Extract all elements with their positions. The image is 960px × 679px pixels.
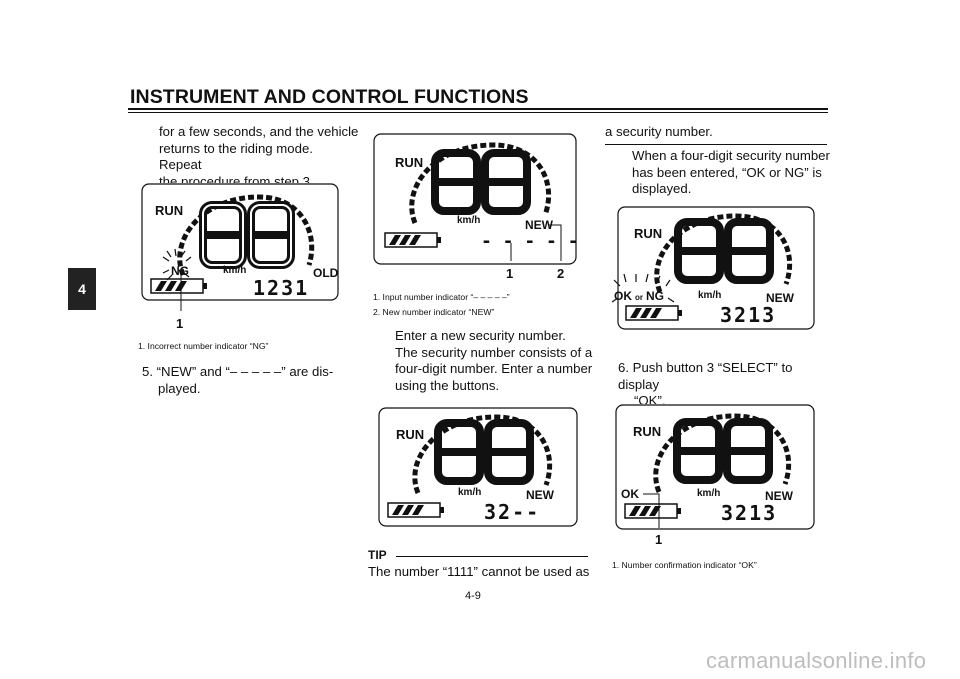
text-line: using the buttons. xyxy=(395,377,500,393)
callout-number: 1 xyxy=(655,532,662,547)
page-title: INSTRUMENT AND CONTROL FUNCTIONS xyxy=(130,86,529,108)
run-indicator: RUN xyxy=(395,155,423,170)
lcd-figure-partial-number: RUN km/h NEW 32-- xyxy=(378,407,580,531)
battery-icon xyxy=(150,278,207,294)
figure-caption: 1. Number confirmation indicator “OK” xyxy=(612,560,757,570)
caption-line: 1. Input number indicator “– – – – –” xyxy=(373,292,510,302)
text-line: 5. “NEW” and “– – – – –” are dis- xyxy=(142,364,334,379)
speed-unit: km/h xyxy=(223,265,246,276)
battery-icon xyxy=(625,305,682,321)
old-indicator: OLD xyxy=(313,266,339,280)
new-indicator: NEW xyxy=(526,488,555,502)
figure-caption: 1. Incorrect number indicator “NG” xyxy=(138,341,269,351)
chapter-tab: 4 xyxy=(68,268,96,310)
col2-paragraph: Enter a new security number. The securit… xyxy=(395,328,595,394)
number-readout: 1231 xyxy=(253,276,309,300)
callout-number: 1 xyxy=(176,316,183,331)
text-line: played. xyxy=(158,380,201,396)
text-line: displayed. xyxy=(632,181,692,196)
text-line: for a few seconds, and the vehicle xyxy=(159,124,359,139)
speed-unit: km/h xyxy=(698,290,721,301)
new-indicator: NEW xyxy=(525,218,554,232)
speed-unit: km/h xyxy=(697,488,720,499)
new-indicator: NEW xyxy=(766,291,795,305)
step-5: 5. “NEW” and “– – – – –” are dis- played… xyxy=(142,364,354,397)
ng-indicator: NG xyxy=(646,289,664,303)
new-indicator: NEW xyxy=(765,489,794,503)
section-rule xyxy=(605,144,827,145)
ng-indicator: NG xyxy=(171,264,189,278)
number-readout: 32-- xyxy=(484,500,540,524)
col3-line: a security number. xyxy=(605,124,713,139)
caption-line: 2. New number indicator “NEW” xyxy=(373,307,495,317)
text-line: The security number consists of a xyxy=(395,344,593,360)
watermark-url: carmanualsonline.info xyxy=(706,648,927,673)
figure-captions: 1. Input number indicator “– – – – –” 2.… xyxy=(373,292,510,318)
text-line: Enter a new security number. xyxy=(395,328,566,343)
header-rule xyxy=(128,108,828,110)
input-number-indicator: - - - - - xyxy=(481,231,579,252)
text-line: four-digit number. Enter a number xyxy=(395,361,593,376)
page-number: 4-9 xyxy=(465,590,481,602)
text-line: When a four-digit security number xyxy=(632,148,830,163)
text-line: has been entered, “OK or NG” is xyxy=(632,164,822,180)
header-rule-thin xyxy=(128,112,828,113)
tip-text: The number “1111” cannot be used as xyxy=(368,564,590,579)
ok-indicator: OK xyxy=(614,289,632,303)
text-line: 6. Push button 3 “SELECT” to display xyxy=(618,360,793,392)
callout-number: 1 xyxy=(506,266,513,281)
battery-icon xyxy=(387,502,444,518)
run-indicator: RUN xyxy=(396,427,424,442)
run-indicator: RUN xyxy=(633,424,661,439)
lcd-figure-new-dashes: RUN km/h NEW - - - - - 1 2 xyxy=(373,133,583,283)
lcd-figure-ng-old: RUN NG km/h OLD 1231 1 xyxy=(141,183,341,343)
tip-label: TIP xyxy=(368,548,387,562)
callout-number: 2 xyxy=(557,266,564,281)
col3-paragraph: When a four-digit security number has be… xyxy=(632,148,830,198)
lcd-figure-ok-or-ng: RUN OK or NG km/h NEW 3213 xyxy=(608,206,818,334)
battery-icon xyxy=(624,503,681,519)
speed-unit: km/h xyxy=(458,487,481,498)
col1-paragraph: for a few seconds, and the vehicle retur… xyxy=(159,124,359,190)
text-line: returns to the riding mode. Repeat xyxy=(159,140,313,173)
run-indicator: RUN xyxy=(634,226,662,241)
number-readout: 3213 xyxy=(721,501,777,525)
battery-icon xyxy=(384,232,441,248)
or-label: or xyxy=(635,293,643,302)
lcd-figure-ok: RUN OK km/h NEW 3213 1 xyxy=(615,404,820,550)
number-readout: 3213 xyxy=(720,303,776,327)
step-6: 6. Push button 3 “SELECT” to display “OK… xyxy=(618,360,832,410)
run-indicator: RUN xyxy=(155,203,183,218)
speed-unit: km/h xyxy=(457,215,480,226)
tip-rule xyxy=(396,556,588,557)
ok-indicator: OK xyxy=(621,487,639,501)
